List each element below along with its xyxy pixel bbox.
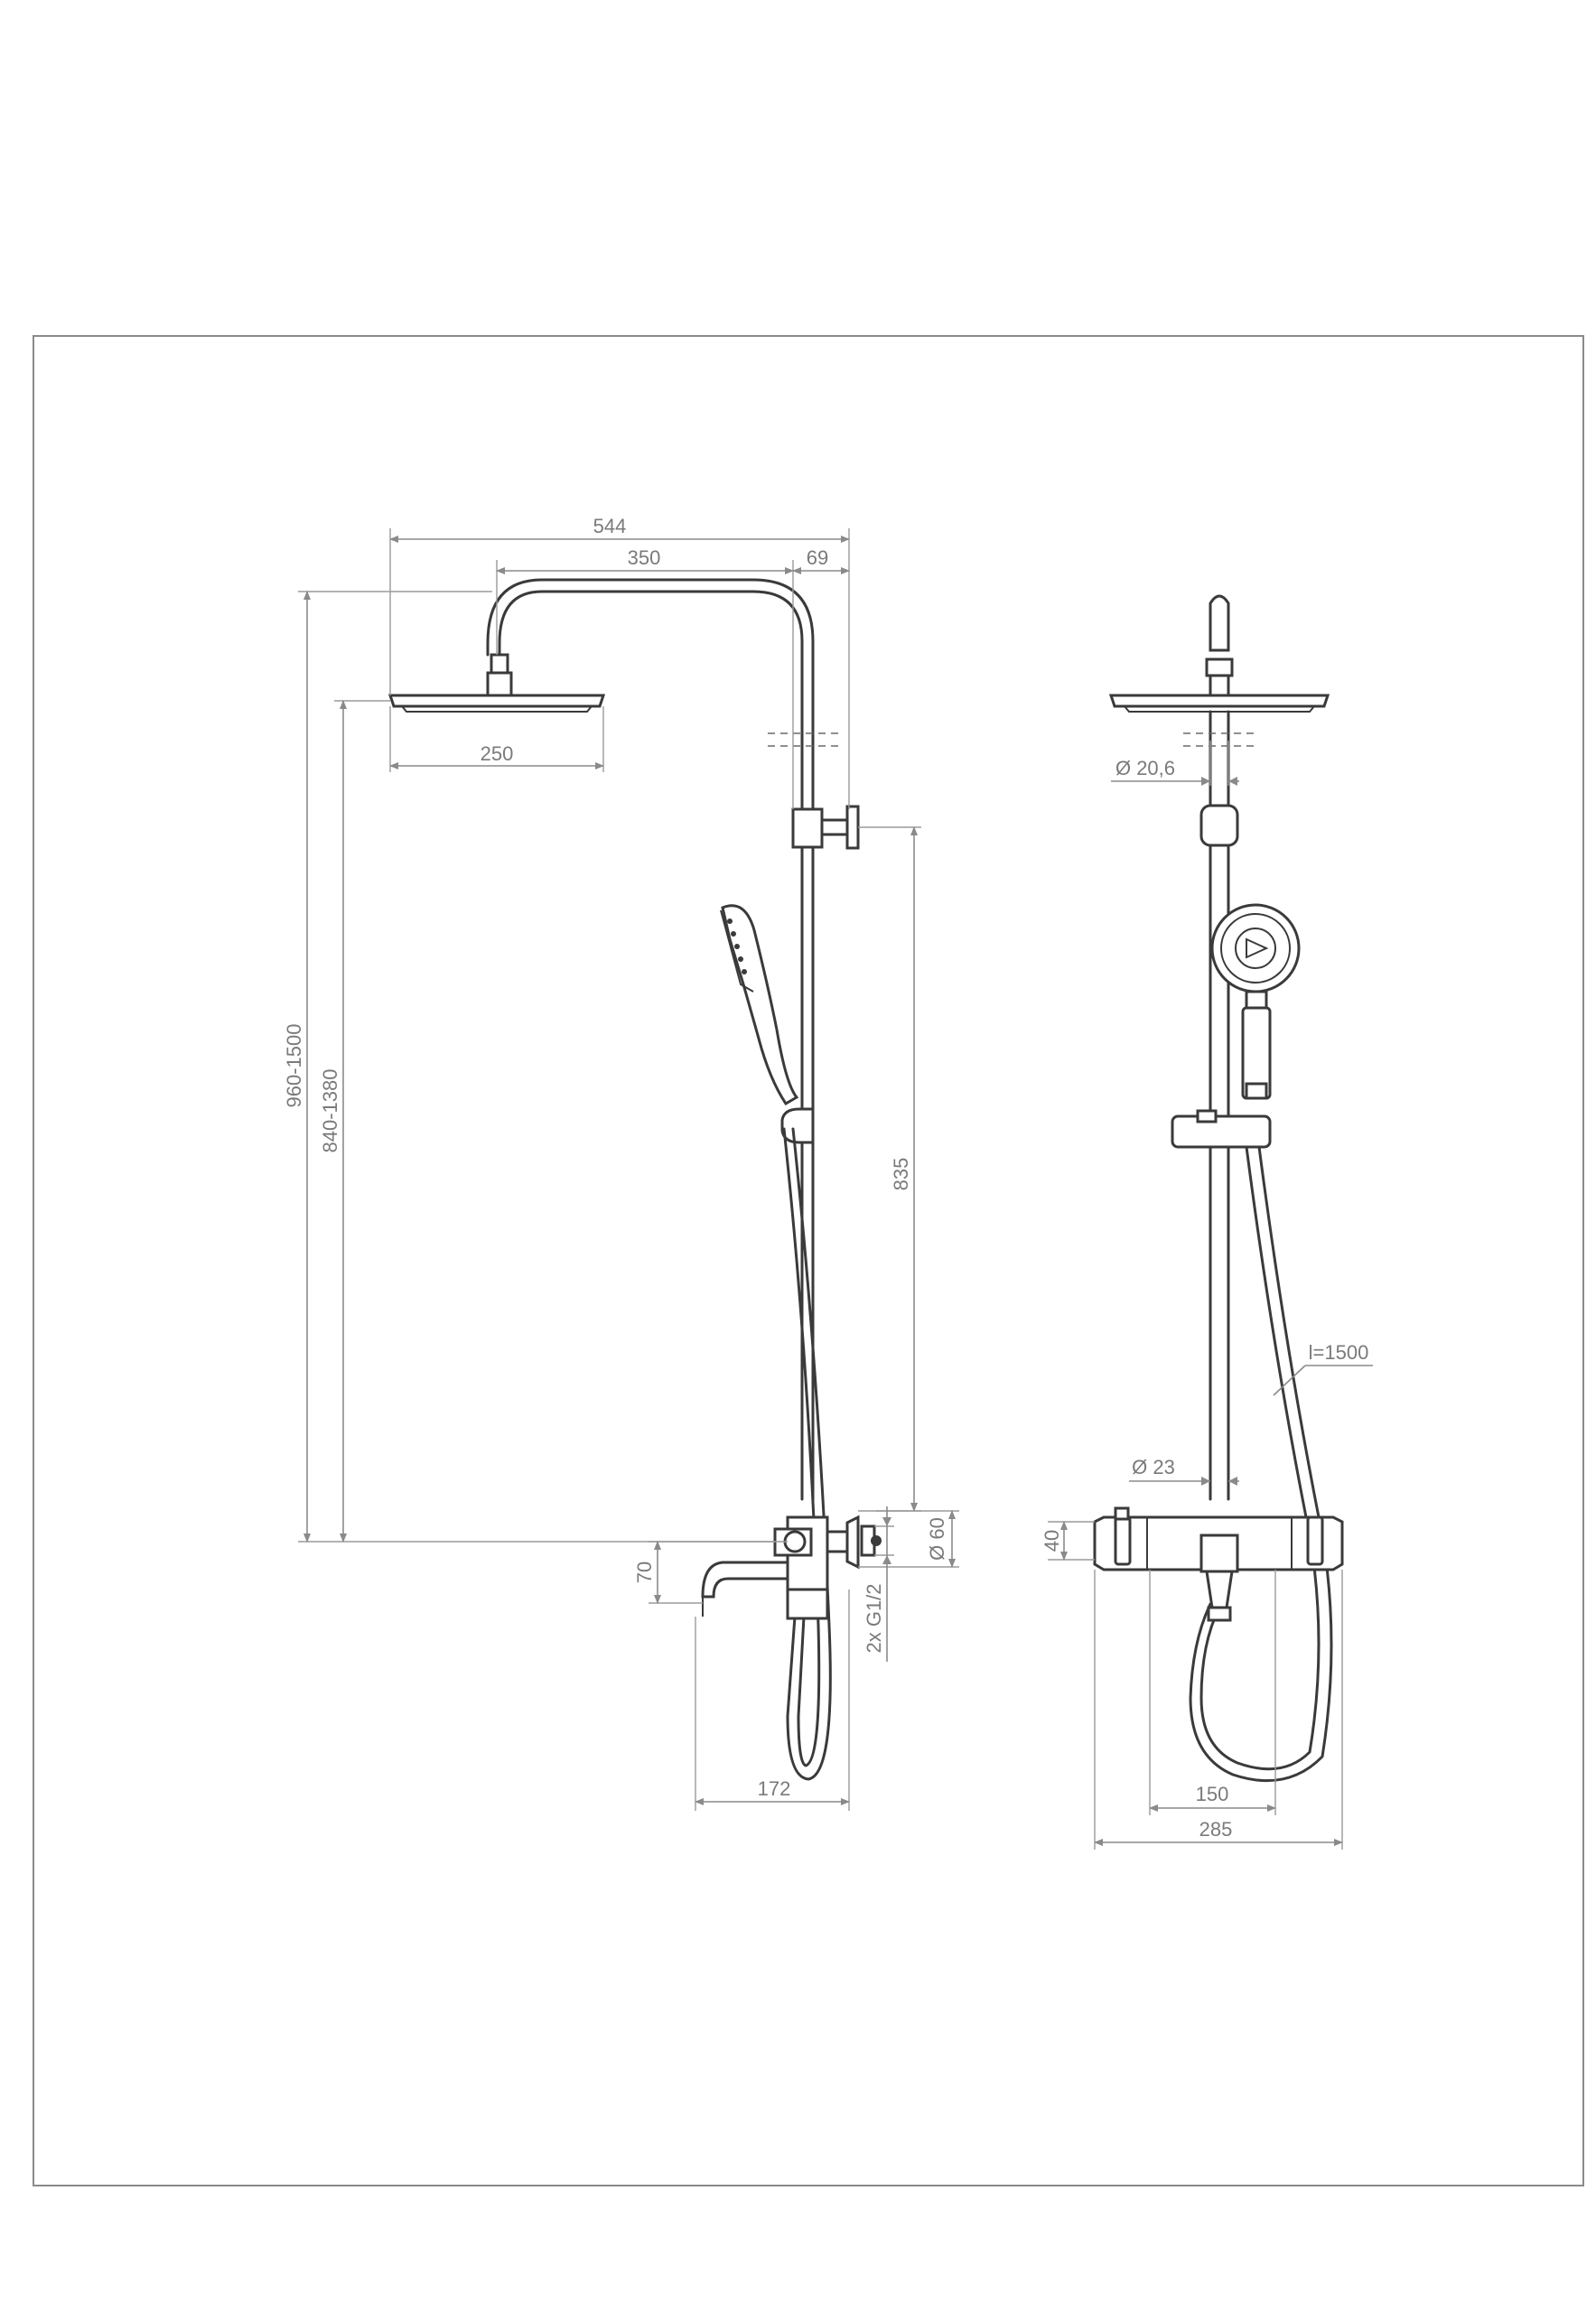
front-head-connector	[486, 671, 513, 697]
side-hose	[1199, 1145, 1321, 1771]
side-riser-bracket	[1199, 804, 1239, 847]
dim-544-label: 544	[593, 515, 627, 537]
side-hand-holder	[1171, 1114, 1272, 1149]
dim-960-1500-label: 960-1500	[283, 1024, 305, 1108]
side-shower-arm	[1209, 594, 1230, 652]
dim-diameter-23-label: Ø 23	[1132, 1456, 1175, 1478]
front-view: 544 350 69 250 960-1500 840-1380 835 70	[283, 515, 959, 1811]
drawing-frame	[33, 335, 1584, 2186]
dim-840-1380-label: 840-1380	[319, 1069, 341, 1153]
dim-hose-length-line	[1273, 1365, 1306, 1396]
dim-172-label: 172	[758, 1777, 791, 1800]
side-mixer	[1093, 1506, 1344, 1622]
dim-285-label: 285	[1199, 1818, 1233, 1841]
side-view: Ø 20,6 Ø 23 l=1500 40 150 285	[1041, 594, 1373, 1850]
front-hand-holder	[780, 1107, 815, 1144]
front-riser-bracket	[791, 807, 824, 849]
dim-150-label: 150	[1196, 1783, 1229, 1805]
front-shower-head	[387, 694, 606, 708]
side-hand-shower	[1210, 903, 1301, 1100]
dim-835-label: 835	[890, 1158, 912, 1191]
dim-70-label: 70	[633, 1562, 656, 1583]
front-hose	[786, 1127, 832, 1781]
dim-250-label: 250	[481, 742, 514, 765]
dim-g12-label: 2x G1/2	[863, 1583, 885, 1653]
dim-diameter-20-6-label: Ø 20,6	[1115, 757, 1175, 779]
front-bath-spout	[701, 1561, 789, 1599]
dim-diameter-60-label: Ø 60	[926, 1517, 948, 1561]
dim-350-label: 350	[628, 546, 661, 569]
dim-hose-length-label: l=1500	[1309, 1341, 1369, 1364]
front-mixer	[701, 1515, 882, 1620]
side-shower-head	[1108, 694, 1330, 708]
dim-69-label: 69	[807, 546, 828, 569]
front-shower-arm	[498, 590, 804, 1501]
dim-40-label: 40	[1041, 1530, 1063, 1552]
front-hand-shower	[720, 904, 799, 1106]
